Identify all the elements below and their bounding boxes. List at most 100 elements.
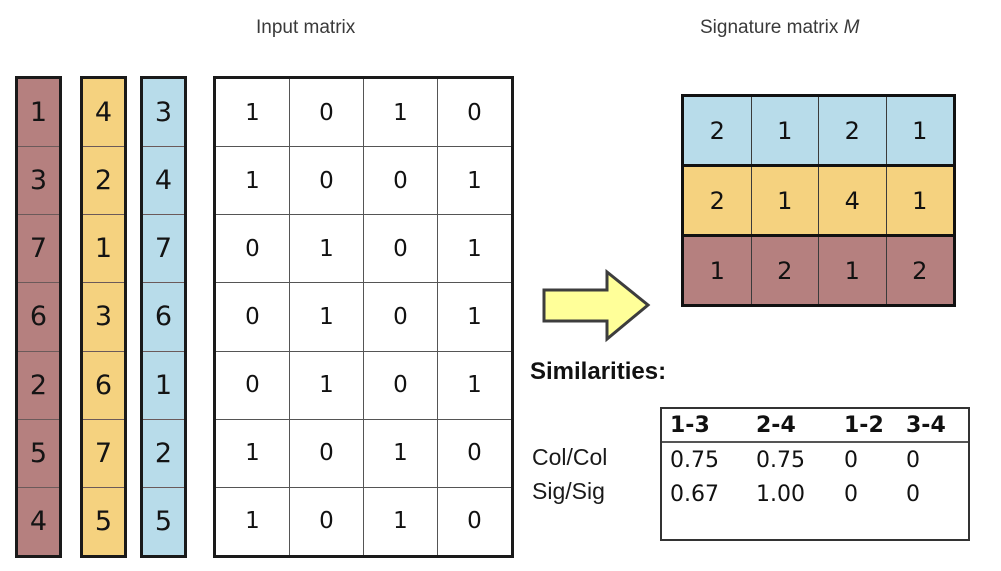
input-matrix-cell: 1 <box>364 79 438 147</box>
similarities-row-label: Sig/Sig <box>532 478 605 504</box>
input-matrix-cell: 0 <box>290 419 364 487</box>
signature-matrix-symbol: M <box>843 17 860 38</box>
permutation-cell: 3 <box>83 283 124 352</box>
input-matrix-cell: 0 <box>467 508 482 535</box>
permutation-cell: 6 <box>143 283 184 352</box>
permutation-cell: 4 <box>83 79 124 148</box>
permutation-cell: 7 <box>143 215 184 284</box>
input-matrix-cell: 0 <box>290 79 364 147</box>
signature-matrix-cell: 1 <box>752 167 819 234</box>
similarities-value-cell: 0.75 <box>670 447 719 473</box>
signature-matrix-title-text: Signature matrix <box>700 17 844 38</box>
similarities-value-cell: 0.67 <box>670 481 719 507</box>
input-matrix-cell: 1 <box>467 167 482 194</box>
signature-matrix-cell: 2 <box>912 256 928 285</box>
permutation-cell: 7 <box>18 215 59 284</box>
input-matrix-cell: 1 <box>364 419 438 487</box>
signature-matrix-cell: 4 <box>819 167 887 234</box>
similarities-value-cell: 0 <box>906 481 920 507</box>
input-matrix-cell: 1 <box>216 147 290 215</box>
permutation-cell: 5 <box>18 420 59 488</box>
input-matrix-cell: 0 <box>364 283 438 351</box>
permutation-cell: 5 <box>94 505 113 537</box>
permutation-cell: 3 <box>143 79 184 148</box>
similarities-row-label: Col/Col <box>532 444 608 470</box>
permutation-cell: 6 <box>83 352 124 420</box>
similarities-value-cell: 0 <box>844 481 858 507</box>
input-matrix-cell: 0 <box>364 215 438 283</box>
input-matrix-cell: 1 <box>467 372 482 399</box>
input-matrix-cell: 1 <box>290 283 364 351</box>
signature-matrix-title: Signature matrix M <box>700 17 859 39</box>
input-matrix-title: Input matrix <box>256 17 356 38</box>
signature-matrix-cell: 1 <box>684 237 752 304</box>
input-matrix-cell: 0 <box>216 215 290 283</box>
input-matrix-cell: 0 <box>216 351 290 419</box>
signature-matrix-cell: 1 <box>819 237 887 304</box>
input-matrix-cell: 0 <box>216 283 290 351</box>
permutation-cell: 5 <box>154 505 173 537</box>
input-matrix-cell: 1 <box>467 235 482 262</box>
transform-arrow <box>541 268 651 348</box>
permutation-cell: 2 <box>18 352 59 420</box>
signature-matrix-cell: 2 <box>684 167 752 234</box>
permutation-cell: 3 <box>18 147 59 216</box>
signature-matrix-cell: 1 <box>912 116 928 145</box>
similarities-column-header: 2-4 <box>756 412 796 438</box>
input-matrix-cell: 0 <box>364 351 438 419</box>
permutation-cell: 1 <box>143 352 184 420</box>
input-matrix-cell: 1 <box>216 419 290 487</box>
similarities-value-cell: 0 <box>844 447 858 473</box>
input-matrix-cell: 1 <box>290 215 364 283</box>
permutation-cell: 4 <box>143 147 184 216</box>
permutation-cell: 6 <box>18 283 59 352</box>
similarities-value-cell: 0 <box>906 447 920 473</box>
input-matrix-cell: 0 <box>364 147 438 215</box>
transform-arrow-icon <box>542 268 651 343</box>
similarities-column-header: 3-4 <box>906 412 946 438</box>
permutation-cell: 1 <box>83 215 124 284</box>
signature-matrix-cell: 2 <box>819 97 887 164</box>
input-matrix-cell: 1 <box>290 351 364 419</box>
input-matrix-cell: 0 <box>467 99 482 126</box>
signature-matrix-cell: 2 <box>684 97 752 164</box>
permutation-cell: 4 <box>29 505 48 537</box>
similarities-row: 0.67 1.00 0 0 <box>662 477 968 511</box>
input-matrix-cell: 0 <box>290 147 364 215</box>
signature-matrix-cell: 2 <box>752 237 819 304</box>
input-matrix-cell: 1 <box>364 487 438 555</box>
similarities-heading: Similarities: <box>530 358 667 385</box>
input-matrix-cell: 0 <box>290 487 364 555</box>
permutation-cell: 1 <box>18 79 59 148</box>
similarities-table[interactable]: 1-3 2-4 1-2 3-4 0.75 0.75 0 0 0.67 1.00 0 0 <box>660 407 970 541</box>
permutation-cell: 7 <box>83 420 124 488</box>
similarities-value-cell: 1.00 <box>756 481 805 507</box>
input-matrix-cell: 1 <box>216 79 290 147</box>
similarities-column-header: 1-3 <box>670 412 710 438</box>
similarities-header-row: 1-3 2-4 1-2 3-4 <box>662 409 968 443</box>
permutation-cell: 2 <box>83 147 124 216</box>
signature-matrix-cell: 1 <box>912 186 928 215</box>
input-matrix-cell: 1 <box>467 303 482 330</box>
signature-matrix-cell: 1 <box>752 97 819 164</box>
permutation-cell: 2 <box>143 420 184 488</box>
similarities-column-header: 1-2 <box>844 412 884 438</box>
similarities-value-cell: 0.75 <box>756 447 805 473</box>
